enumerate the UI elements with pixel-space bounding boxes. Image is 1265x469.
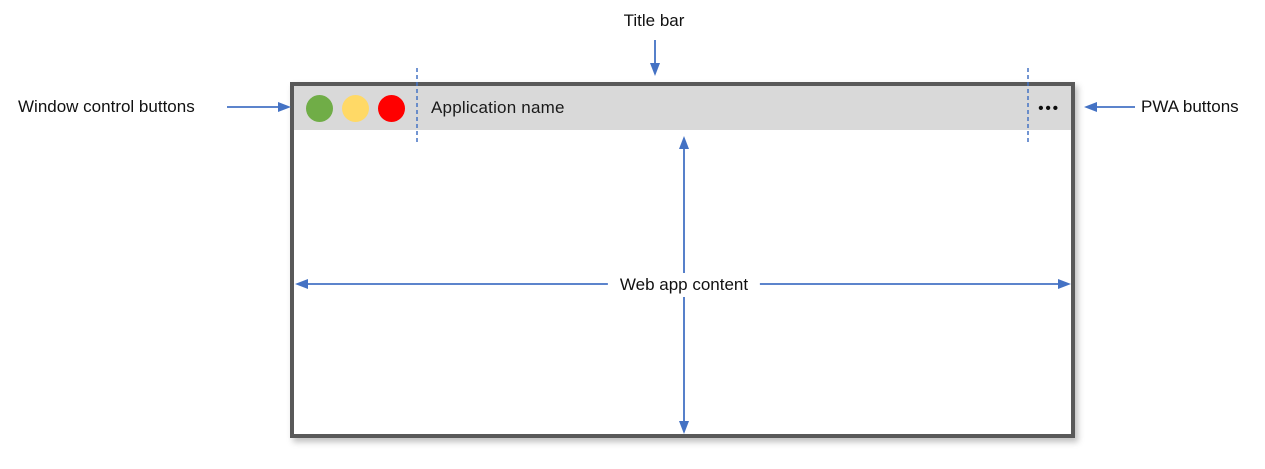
title-bar: Application name ••• <box>294 86 1071 130</box>
pwa-buttons-annotation-label: PWA buttons <box>1141 97 1239 116</box>
web-app-content-annotation-label: Web app content <box>607 273 761 297</box>
arrowhead-down-icon <box>650 63 660 76</box>
title-bar-annotation-label: Title bar <box>623 11 685 30</box>
window-control-buttons-arrow <box>227 102 291 112</box>
arrowhead-left-icon <box>1084 102 1097 112</box>
pwa-buttons-arrow <box>1084 102 1135 112</box>
window-control-buttons-annotation-label: Window control buttons <box>18 97 195 116</box>
pwa-window-mockup: Application name ••• <box>290 82 1075 438</box>
application-name-label: Application name <box>431 98 565 117</box>
title-bar-arrow <box>650 40 660 76</box>
restore-yellow-circle-icon[interactable] <box>342 94 369 122</box>
close-red-circle-icon[interactable] <box>378 94 405 122</box>
ellipsis-icon[interactable]: ••• <box>1038 99 1060 117</box>
window-control-buttons <box>294 94 405 122</box>
minimize-green-circle-icon[interactable] <box>306 94 333 122</box>
